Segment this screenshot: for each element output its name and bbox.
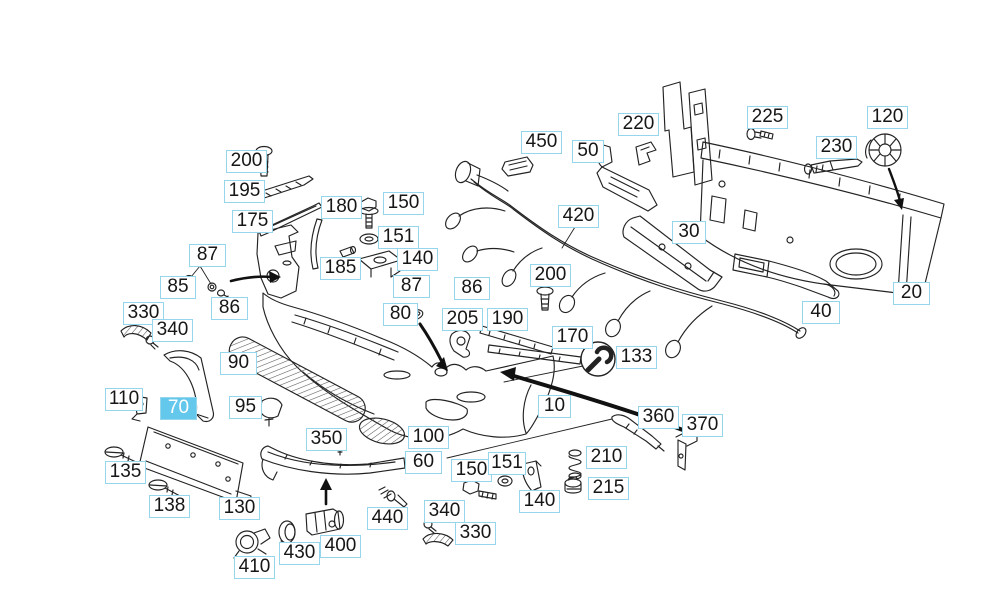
part-label-30-19[interactable]: 30 [672, 221, 706, 244]
part-label-151-5[interactable]: 151 [378, 226, 419, 249]
grille-mesh-90-art [228, 336, 366, 423]
corner-strip-70-art [163, 350, 215, 423]
part-label-220-16[interactable]: 220 [618, 113, 659, 136]
part-label-340-13[interactable]: 340 [152, 319, 193, 342]
lens-330-mid-art [422, 532, 454, 547]
part-label-175-2[interactable]: 175 [232, 210, 273, 233]
part-label-210-48[interactable]: 210 [586, 446, 627, 469]
harness-420-art [445, 160, 807, 359]
part-label-200-0[interactable]: 200 [226, 150, 267, 173]
part-label-180-3[interactable]: 180 [321, 196, 362, 219]
part-label-95-28[interactable]: 95 [229, 396, 262, 419]
part-label-185-11[interactable]: 185 [320, 257, 361, 280]
part-label-330-45[interactable]: 330 [455, 522, 496, 545]
part-label-190-23[interactable]: 190 [487, 308, 528, 331]
sensor-360-art [611, 414, 665, 452]
part-label-140-39[interactable]: 140 [519, 490, 560, 513]
part-label-195-1[interactable]: 195 [224, 180, 265, 203]
part-label-85-7[interactable]: 85 [160, 276, 196, 299]
part-label-340-44[interactable]: 340 [424, 500, 465, 523]
part-label-90-27[interactable]: 90 [220, 352, 257, 375]
part-label-230-52[interactable]: 230 [816, 136, 857, 159]
part-label-138-33[interactable]: 138 [149, 495, 190, 518]
grommet-215-art [564, 476, 582, 494]
part-label-10-26[interactable]: 10 [538, 395, 571, 418]
trim-180-art [310, 218, 323, 270]
part-label-400-41[interactable]: 400 [320, 535, 361, 558]
impeller-120-art [865, 133, 902, 167]
part-label-135-32[interactable]: 135 [105, 461, 146, 484]
sensor-230-art [803, 158, 863, 175]
part-label-430-42[interactable]: 430 [279, 542, 320, 565]
part-label-50-17[interactable]: 50 [572, 140, 604, 163]
part-label-410-43[interactable]: 410 [234, 556, 275, 579]
part-label-350-31[interactable]: 350 [306, 428, 347, 451]
part-label-86-10[interactable]: 86 [211, 297, 248, 320]
absorber-30-art [622, 215, 723, 292]
screw-200-mid-art [536, 286, 554, 311]
molding-40-art [732, 253, 840, 300]
part-label-150-4[interactable]: 150 [383, 192, 424, 215]
pin-185-art [339, 245, 357, 258]
part-label-87-6[interactable]: 87 [189, 244, 226, 267]
part-label-151-38[interactable]: 151 [488, 452, 526, 475]
washer-151-mid-art [497, 475, 513, 487]
crossbar-60-art [260, 445, 406, 481]
screw-135-art [104, 446, 137, 463]
part-label-110-29[interactable]: 110 [105, 388, 143, 411]
part-label-360-46[interactable]: 360 [638, 406, 679, 429]
part-label-225-50[interactable]: 225 [747, 106, 788, 129]
lens-330-left-art [120, 325, 159, 350]
screw-138-art [148, 479, 181, 497]
fog-lamp-400-art [305, 508, 345, 536]
part-label-120-51[interactable]: 120 [867, 106, 908, 129]
part-label-215-49[interactable]: 215 [588, 477, 629, 500]
part-label-150-37[interactable]: 150 [451, 459, 492, 482]
part-label-140-8[interactable]: 140 [397, 248, 438, 271]
leader-lines [446, 226, 613, 459]
part-label-170-24[interactable]: 170 [552, 326, 593, 349]
part-label-440-40[interactable]: 440 [367, 507, 408, 530]
grille-mesh-100-art [358, 417, 406, 445]
clip-220-art [635, 141, 657, 166]
part-label-60-36[interactable]: 60 [405, 451, 442, 474]
wrench-icon [580, 341, 616, 377]
part-label-86-21[interactable]: 86 [454, 277, 490, 300]
part-label-70-30[interactable]: 70 [160, 397, 197, 420]
part-label-450-15[interactable]: 450 [521, 131, 562, 154]
part-label-40-54[interactable]: 40 [802, 301, 840, 324]
part-label-205-22[interactable]: 205 [442, 308, 483, 331]
part-label-20-53[interactable]: 20 [893, 282, 930, 305]
part-label-100-35[interactable]: 100 [408, 426, 449, 449]
clip-95-art [259, 397, 283, 427]
part-label-130-34[interactable]: 130 [219, 497, 260, 520]
connector-450-art [501, 156, 534, 177]
rail-170-art [487, 344, 582, 365]
bumper-cover-10-art [262, 292, 555, 440]
part-label-87-9[interactable]: 87 [393, 275, 430, 298]
part-label-420-18[interactable]: 420 [558, 205, 599, 228]
part-label-200-20[interactable]: 200 [530, 264, 571, 287]
part-label-133-25[interactable]: 133 [616, 346, 657, 369]
part-label-370-47[interactable]: 370 [682, 414, 723, 437]
pin-440-art [378, 486, 408, 508]
part-label-80-14[interactable]: 80 [383, 303, 418, 326]
